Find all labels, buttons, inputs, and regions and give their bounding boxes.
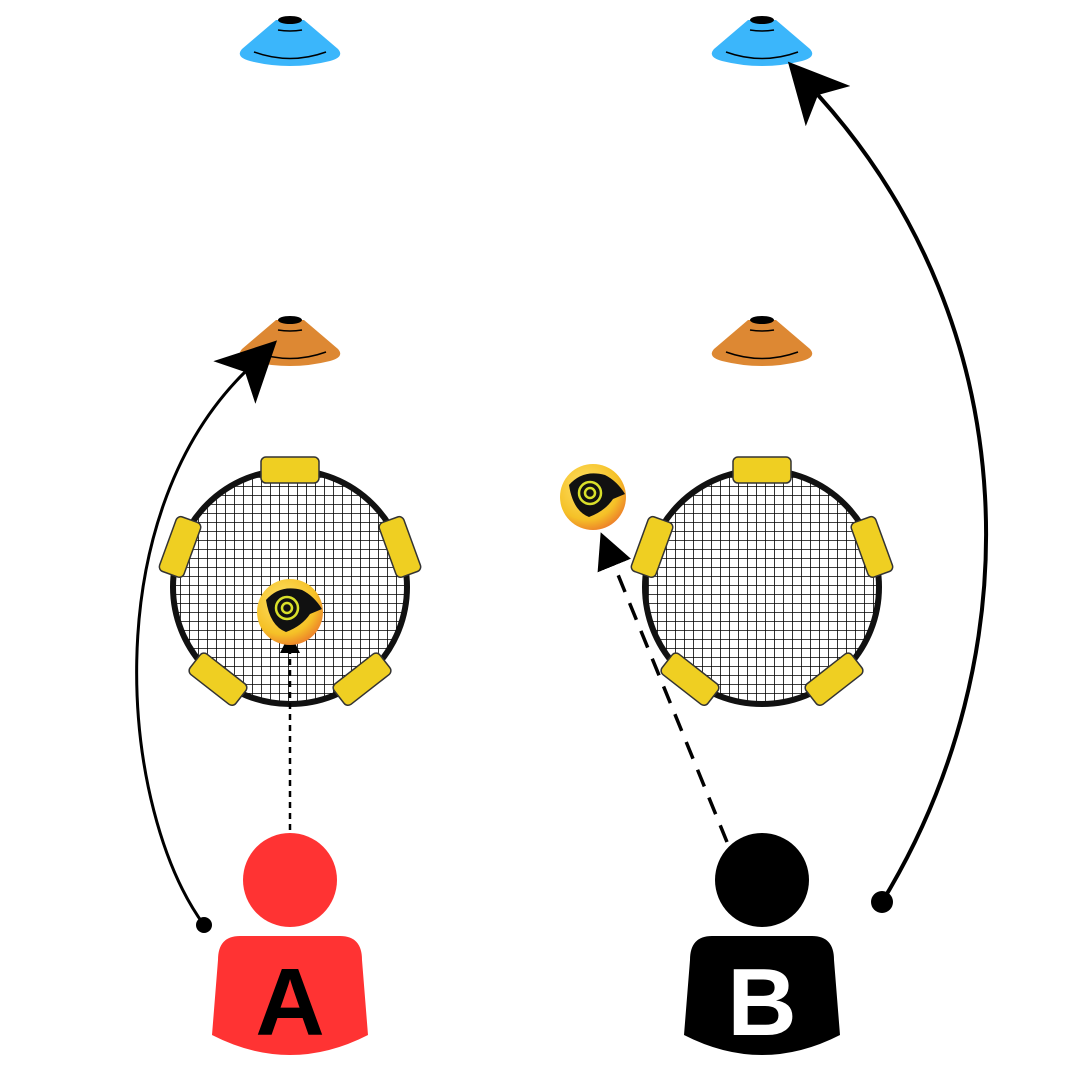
player-a-start-dot <box>196 917 212 933</box>
net-pad <box>850 515 894 579</box>
ball-in-air <box>560 464 626 530</box>
ball-on-net <box>257 579 323 645</box>
cone-near-right <box>711 316 813 366</box>
player-b-label: B <box>727 949 797 1056</box>
player-b-head <box>715 833 809 927</box>
cone-far-right <box>711 16 813 66</box>
net-pad <box>158 515 202 579</box>
player-a-body <box>212 936 368 1055</box>
player-b-start-dot <box>871 891 893 913</box>
player-b-run-arrow <box>787 61 989 904</box>
player-a-run-arrow <box>135 340 277 926</box>
net-pad <box>660 652 720 707</box>
net-pad <box>804 652 864 707</box>
player-a-head <box>243 833 337 927</box>
net-pad <box>732 456 792 484</box>
net-pad <box>378 515 422 579</box>
pass-path-b <box>597 532 729 843</box>
player-a <box>212 833 368 1055</box>
net-pad <box>332 652 392 707</box>
player-b <box>684 833 840 1055</box>
net-pad <box>260 456 320 484</box>
player-a-label: A <box>255 949 325 1056</box>
cone-far-left <box>239 16 341 66</box>
cone-near-left <box>239 316 341 366</box>
player-b-body <box>684 936 840 1055</box>
net-pad <box>188 652 248 707</box>
net-right <box>630 456 894 707</box>
net-pad <box>630 515 674 579</box>
